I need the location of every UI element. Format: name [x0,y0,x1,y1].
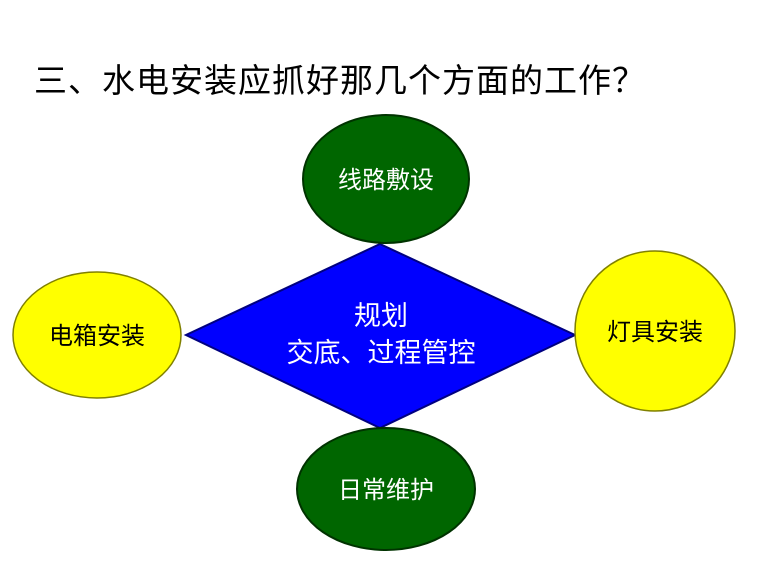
top-node-ellipse [302,114,470,244]
left-node-label: 电箱安装 [49,322,145,350]
right-node-ellipse [574,250,736,412]
bottom-node-ellipse [296,427,476,551]
center-diamond [183,242,578,430]
slide-title: 三、水电安装应抓好那几个方面的工作？ [34,61,646,100]
top-node-label: 线路敷设 [338,166,434,194]
center-label-line1: 规划 [354,301,408,332]
right-node-label: 灯具安装 [607,318,703,346]
left-node-ellipse [12,271,182,399]
center-label-line2: 交底、过程管控 [287,338,476,369]
bottom-node-label: 日常维护 [338,476,434,504]
